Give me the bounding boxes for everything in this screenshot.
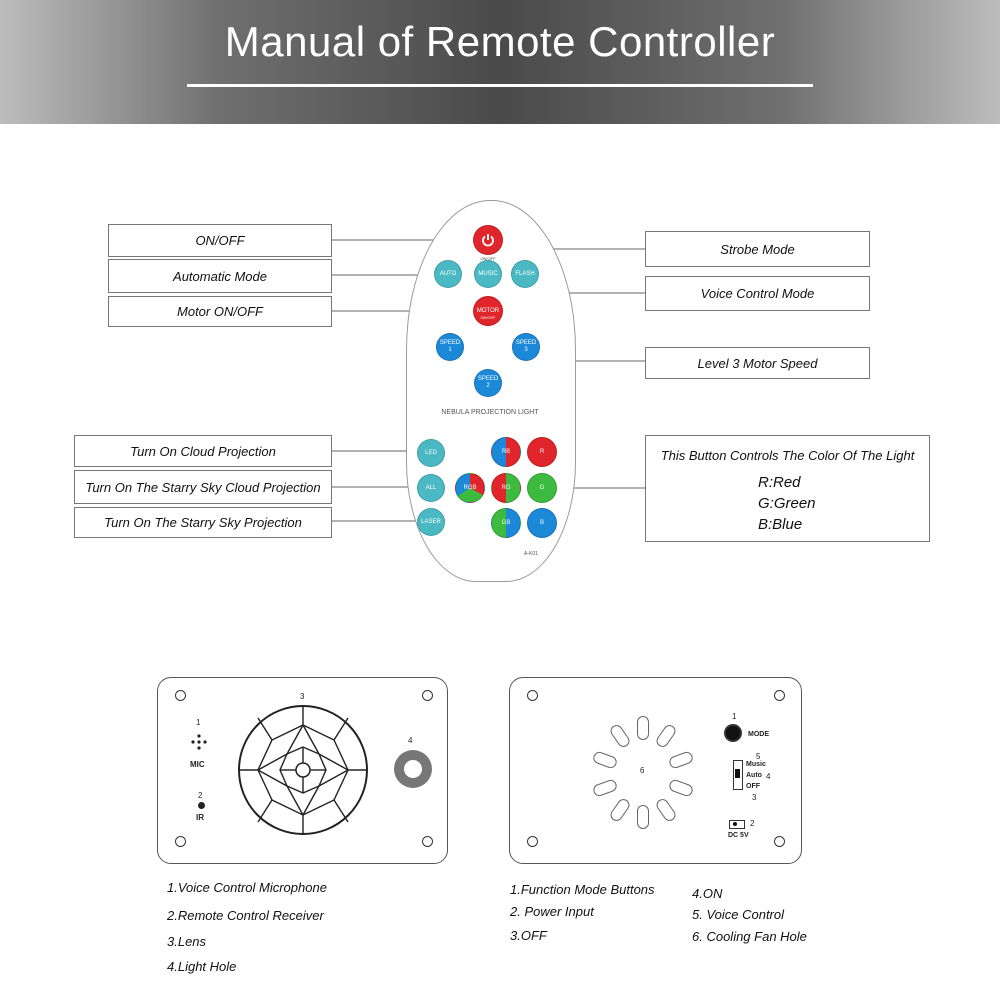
label-cloud-projection: Turn On Cloud Projection xyxy=(74,435,332,467)
screw-icon xyxy=(175,690,186,701)
back-note-2: 2. Power Input xyxy=(510,904,594,919)
rg-button[interactable]: RG xyxy=(491,473,521,503)
microphone-icon xyxy=(191,734,207,750)
dc-label: DC 5V xyxy=(728,832,749,839)
speed3-button[interactable]: SPEED 3 xyxy=(512,333,540,361)
front-panel: 1 MIC 2 IR 3 4 xyxy=(157,677,448,864)
switch-auto-label: Auto xyxy=(746,772,762,779)
screw-icon xyxy=(422,836,433,847)
ir-label: IR xyxy=(196,813,204,822)
screw-icon xyxy=(774,836,785,847)
back-note-5: 5. Voice Control xyxy=(692,907,785,922)
screw-icon xyxy=(422,690,433,701)
vent-icon xyxy=(667,778,695,798)
back-panel: 6 1 MODE 5 Music Auto 4 OFF 3 2 DC 5V xyxy=(509,677,802,864)
vent-icon xyxy=(654,722,678,750)
g-button[interactable]: G xyxy=(527,473,557,503)
motor-label: MOTOR xyxy=(476,307,500,314)
back-note-6: 6. Cooling Fan Hole xyxy=(692,929,807,944)
screw-icon xyxy=(175,836,186,847)
vent-icon xyxy=(591,778,619,798)
mode-label: MODE xyxy=(748,731,769,738)
laser-button[interactable]: LASER xyxy=(417,508,445,536)
front-number-2: 2 xyxy=(198,791,203,800)
b-button[interactable]: B xyxy=(527,508,557,538)
rb-button[interactable]: RB xyxy=(491,437,521,467)
led-button[interactable]: LED xyxy=(417,439,445,467)
all-button[interactable]: ALL xyxy=(417,474,445,502)
label-automatic-mode: Automatic Mode xyxy=(108,259,332,293)
color-blue-text: B:Blue xyxy=(758,516,803,533)
label-motor-on-off: Motor ON/OFF xyxy=(108,296,332,327)
label-strobe-mode: Strobe Mode xyxy=(645,231,870,267)
power-sub-label: ON/OFF xyxy=(480,255,496,261)
color-red-text: R:Red xyxy=(758,474,801,491)
front-number-1: 1 xyxy=(196,718,201,727)
back-number-3: 3 xyxy=(752,793,757,802)
vent-icon xyxy=(637,805,649,829)
front-note-2: 2.Remote Control Receiver xyxy=(167,908,324,923)
vent-icon xyxy=(608,722,632,750)
label-starry-cloud-projection: Turn On The Starry Sky Cloud Projection xyxy=(74,470,332,504)
back-number-1: 1 xyxy=(732,712,737,721)
color-info-box: This Button Controls The Color Of The Li… xyxy=(645,435,930,542)
motor-button[interactable]: MOTOR xyxy=(473,296,503,326)
vent-icon xyxy=(637,716,649,740)
label-voice-control-mode: Voice Control Mode xyxy=(645,276,870,311)
front-number-3: 3 xyxy=(300,692,305,701)
music-button[interactable]: MUSIC xyxy=(474,260,502,288)
mic-label: MIC xyxy=(190,760,205,769)
color-info-title: This Button Controls The Color Of The Li… xyxy=(660,448,915,463)
screw-icon xyxy=(527,690,538,701)
vent-icon xyxy=(667,750,695,770)
vent-icon xyxy=(591,750,619,770)
front-number-4: 4 xyxy=(408,736,413,745)
rgb-button[interactable]: RGB xyxy=(455,473,485,503)
back-number-6: 6 xyxy=(640,766,645,775)
auto-button[interactable]: AUTO xyxy=(434,260,462,288)
label-on-off: ON/OFF xyxy=(108,224,332,257)
label-starry-projection: Turn On The Starry Sky Projection xyxy=(74,507,332,538)
dc-port-icon xyxy=(729,820,745,829)
ir-receiver-icon xyxy=(198,802,205,809)
remote-model-text: A-K01 xyxy=(524,551,538,557)
back-note-4: 4.ON xyxy=(692,886,723,901)
color-green-text: G:Green xyxy=(758,495,816,512)
lens-icon xyxy=(238,705,368,835)
switch-off-label: OFF xyxy=(746,783,760,790)
front-note-1: 1.Voice Control Microphone xyxy=(167,880,327,895)
front-note-4: 4.Light Hole xyxy=(167,959,237,974)
vent-icon xyxy=(654,796,678,824)
label-level3-speed: Level 3 Motor Speed xyxy=(645,347,870,379)
back-number-5: 5 xyxy=(756,752,761,761)
speed1-button[interactable]: SPEED 1 xyxy=(436,333,464,361)
switch-music-label: Music xyxy=(746,761,766,768)
screw-icon xyxy=(774,690,785,701)
power-button[interactable] xyxy=(473,225,503,255)
light-hole-icon xyxy=(394,750,432,788)
back-number-4: 4 xyxy=(766,772,771,781)
motor-sub-label: ON/OFF xyxy=(480,314,496,320)
gb-button[interactable]: GB xyxy=(491,508,521,538)
power-icon xyxy=(482,234,494,247)
page-title: Manual of Remote Controller xyxy=(224,18,776,65)
vent-icon xyxy=(608,796,632,824)
front-note-3: 3.Lens xyxy=(167,934,207,949)
speed2-button[interactable]: SPEED 2 xyxy=(474,369,502,397)
header-banner: Manual of Remote Controller xyxy=(0,0,1000,124)
screw-icon xyxy=(527,836,538,847)
title-underline xyxy=(187,84,813,87)
flash-button[interactable]: FLASH xyxy=(511,260,539,288)
back-note-3: 3.OFF xyxy=(510,928,547,943)
mode-switch[interactable] xyxy=(733,760,743,790)
back-note-1: 1.Function Mode Buttons xyxy=(510,882,655,897)
r-button[interactable]: R xyxy=(527,437,557,467)
mode-button[interactable] xyxy=(724,724,742,742)
remote-brand-text: NEBULA PROJECTION LIGHT xyxy=(441,409,539,416)
back-number-2: 2 xyxy=(750,819,755,828)
